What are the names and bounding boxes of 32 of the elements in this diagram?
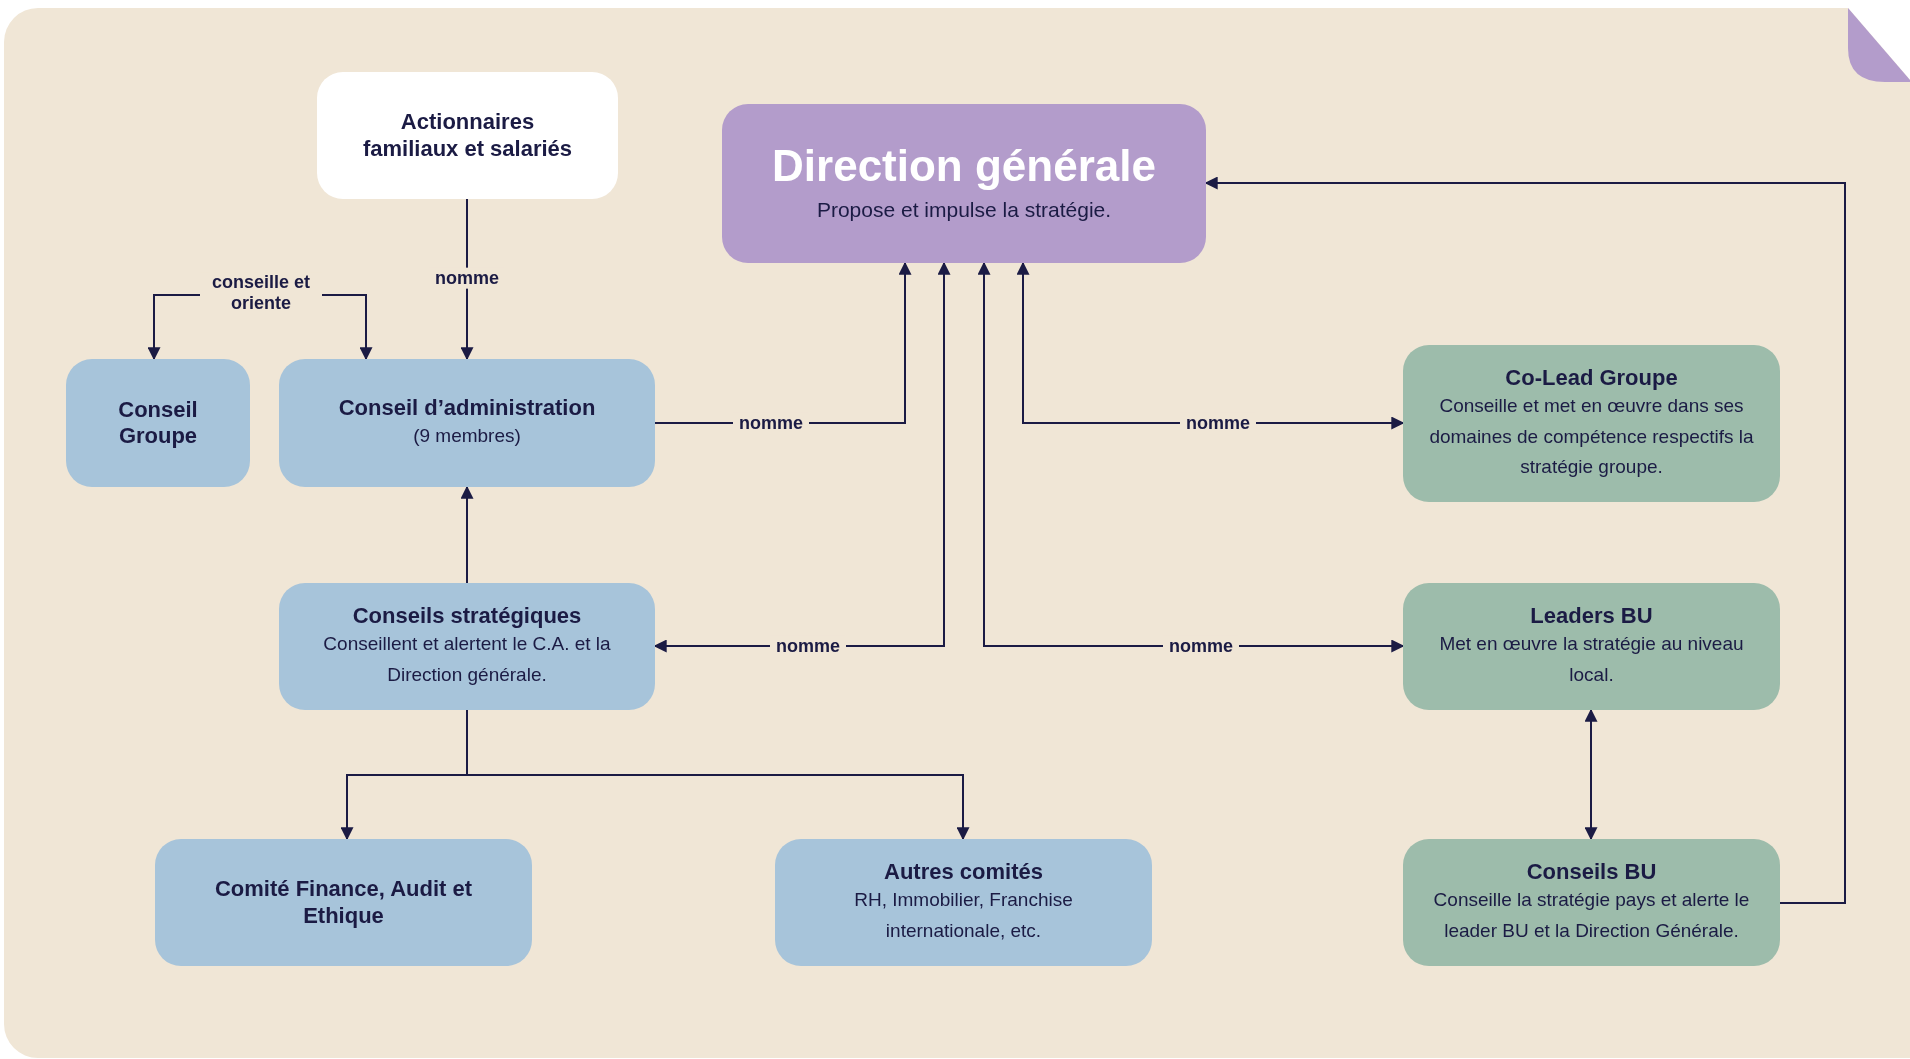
box-description: Conseillent et alertent le C.A. et la Direction générale.	[322, 632, 612, 687]
org-box	[66, 359, 250, 487]
org-box	[1403, 345, 1780, 502]
org-box	[775, 839, 1152, 966]
box-title: Leaders BU	[1530, 602, 1653, 630]
box-title: Conseil d’administration	[338, 394, 596, 421]
org-box	[279, 583, 655, 710]
box-description: Met en œuvre la stratégie au niveau local.	[1438, 632, 1745, 687]
box-title: Conseil Groupe	[117, 396, 199, 450]
org-box	[1403, 839, 1780, 966]
box-description: RH, Immobilier, Franchise internationale, etc.	[853, 888, 1074, 943]
arrow	[460, 485, 474, 584]
box-description: Conseille et met en œuvre dans ses domaines de compétence respectifs la stratégie groupe.	[1428, 394, 1755, 479]
org-box	[279, 359, 655, 487]
org-box	[155, 839, 532, 966]
box-title: Autres comités	[884, 858, 1043, 886]
box-title: Conseils BU	[1526, 858, 1657, 886]
box-description: (9 membres)	[413, 424, 521, 448]
box-title: Conseils stratégiques	[352, 602, 582, 630]
arrow	[977, 261, 1405, 653]
arrow	[1204, 176, 1846, 904]
box-title: Actionnaires familiaux et salariés	[361, 109, 574, 162]
box-title: Comité Finance, Audit et Ethique	[213, 876, 474, 929]
arrow	[1584, 708, 1598, 841]
arrow	[653, 261, 951, 653]
org-box	[1403, 583, 1780, 710]
box-description: Propose et impulse la stratégie.	[816, 197, 1112, 224]
box-title: Direction générale	[772, 140, 1156, 193]
box-description: Conseille la stratégie pays et alerte le leader BU et la Direction Générale.	[1432, 888, 1751, 943]
org-box	[317, 72, 618, 199]
box-title: Co-Lead Groupe	[1505, 364, 1678, 392]
header-box	[722, 104, 1206, 263]
